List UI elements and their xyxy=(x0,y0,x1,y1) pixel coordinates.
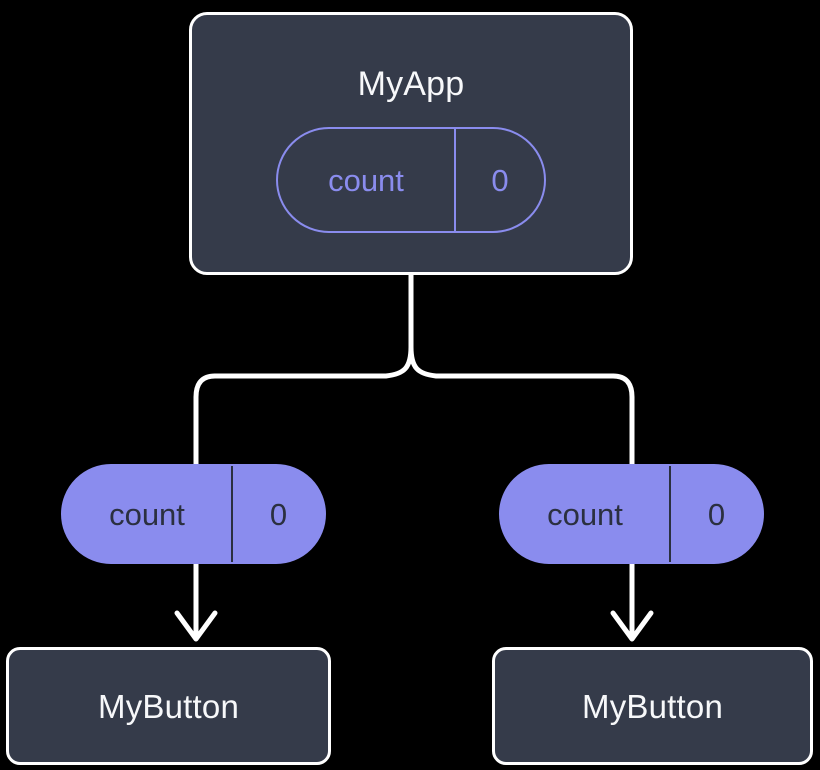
branch-left-connector xyxy=(193,373,218,471)
component-label-mybutton-left: MyButton xyxy=(98,687,239,725)
component-label-myapp: MyApp xyxy=(357,65,465,103)
arrow-left-head xyxy=(174,610,218,642)
component-label-mybutton-right: MyButton xyxy=(582,687,723,725)
component-node-mybutton-left[interactable]: MyButton xyxy=(6,647,331,765)
state-pill-child-right[interactable]: count 0 xyxy=(499,464,764,564)
state-pill-child-left-name: count xyxy=(109,496,185,532)
fork-left-curve xyxy=(212,344,414,379)
state-pill-root[interactable]: count 0 xyxy=(276,127,546,233)
arrow-right-head xyxy=(610,610,654,642)
component-node-mybutton-right[interactable]: MyButton xyxy=(492,647,813,765)
state-pill-child-right-value: 0 xyxy=(669,466,762,562)
state-pill-child-right-name: count xyxy=(547,496,623,532)
state-pill-child-left-value: 0 xyxy=(231,466,324,562)
state-pill-root-value: 0 xyxy=(454,129,544,231)
state-pill-child-left[interactable]: count 0 xyxy=(61,464,326,564)
branch-right-connector xyxy=(610,373,635,471)
fork-right-curve xyxy=(408,344,616,379)
state-pill-root-name: count xyxy=(328,162,404,198)
